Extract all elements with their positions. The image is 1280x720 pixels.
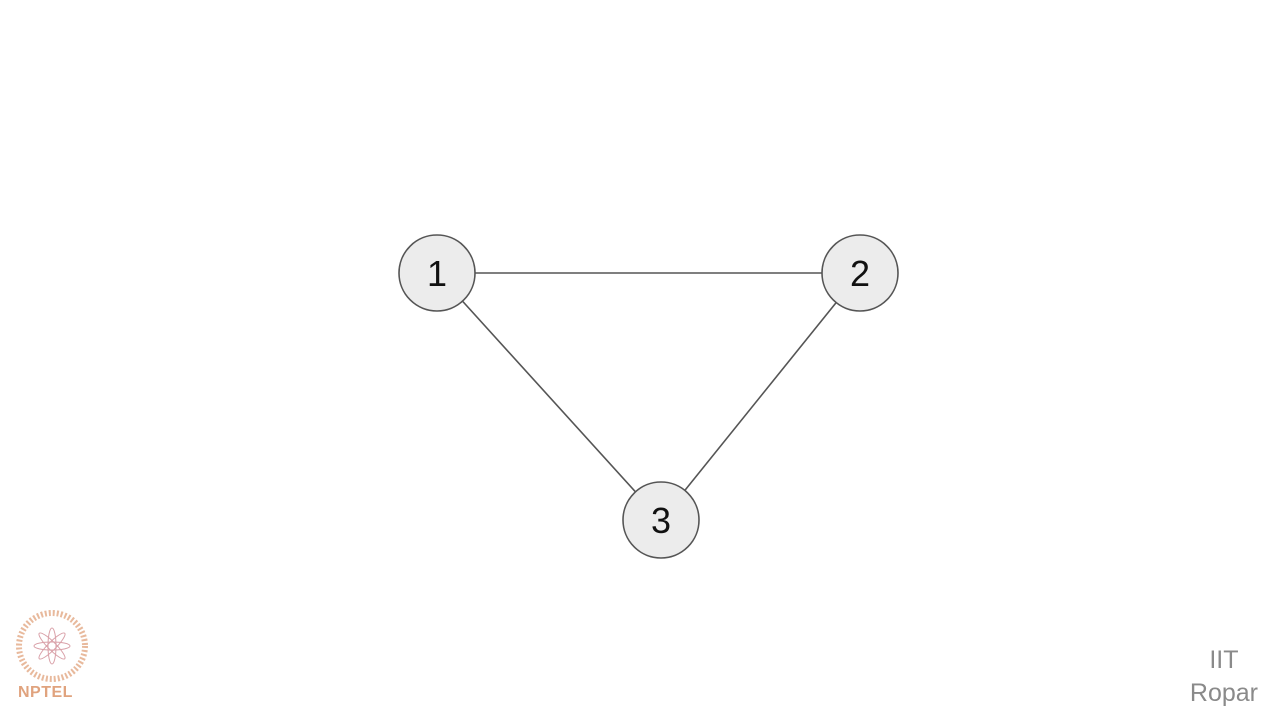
node-circle xyxy=(398,234,476,312)
node-2: 2 xyxy=(821,234,899,312)
node-label: 1 xyxy=(427,253,447,294)
node-label: 2 xyxy=(850,253,870,294)
institution-label: IIT Ropar xyxy=(1190,644,1258,710)
node-3: 3 xyxy=(622,481,700,559)
nptel-logo xyxy=(14,608,90,689)
institution-line-2: Ropar xyxy=(1189,679,1258,707)
nptel-emblem-icon xyxy=(16,610,88,682)
institution-line-1: IIT xyxy=(1209,646,1239,674)
node-circle xyxy=(622,481,700,559)
node-label: 3 xyxy=(651,500,671,541)
edge-1-3 xyxy=(436,272,662,521)
node-circle xyxy=(821,234,899,312)
node-1: 1 xyxy=(398,234,476,312)
nptel-logo-text: NPTEL xyxy=(18,684,73,701)
edge-2-3 xyxy=(660,272,861,521)
